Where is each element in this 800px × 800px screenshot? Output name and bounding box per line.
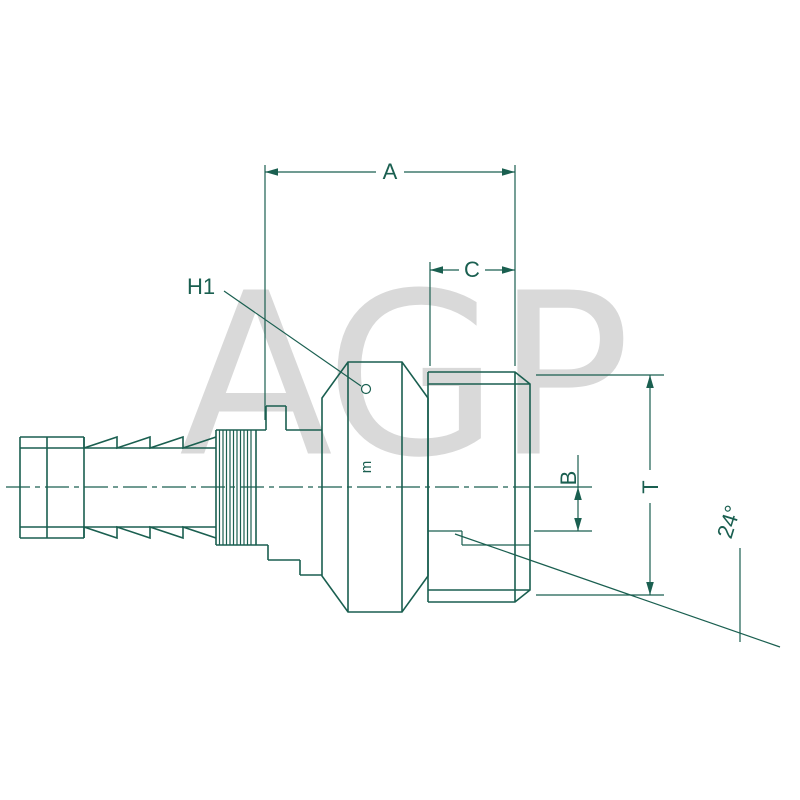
dim-b-arrow-bottom	[574, 518, 582, 531]
dim-t-arrow-bottom	[646, 582, 654, 595]
dim-t-label: T	[638, 480, 663, 493]
dim-b-label: B	[556, 471, 581, 486]
dim-c-label: C	[464, 257, 480, 282]
h1-leader-line	[223, 290, 362, 387]
dim-t-arrow-top	[646, 375, 654, 388]
dimensions: A C H1 B T 24°	[187, 159, 781, 648]
h1-target-circle	[360, 383, 372, 395]
dim-a-label: A	[383, 159, 398, 184]
dim-a-arrow-right	[502, 168, 515, 176]
dim-a-arrow-left	[265, 168, 278, 176]
angle-label: 24°	[712, 502, 746, 541]
thread-marking: m	[358, 461, 375, 474]
dim-c-arrow-right	[502, 266, 515, 274]
dim-b-arrow-top	[574, 487, 582, 500]
cone-angle-line	[454, 533, 781, 648]
watermark-text: AGP	[179, 246, 627, 508]
extension-lines	[264, 165, 741, 642]
barb-profile	[83, 435, 217, 540]
h1-label: H1	[187, 274, 215, 299]
collar	[256, 405, 322, 576]
bore-section-lines	[428, 530, 530, 546]
dim-c-arrow-left	[430, 266, 443, 274]
